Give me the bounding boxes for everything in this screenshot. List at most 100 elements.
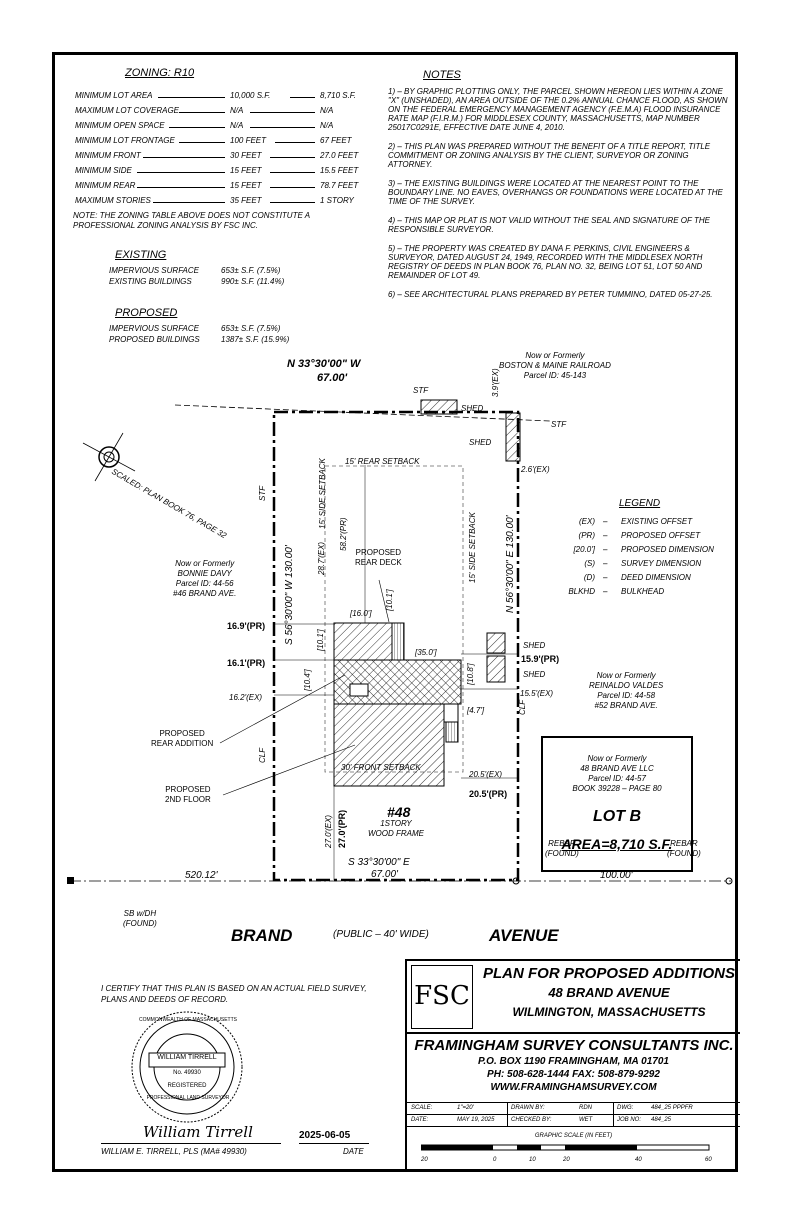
scaled-note: SCALED: PLAN BOOK 76, PAGE 32 bbox=[110, 467, 228, 541]
shed-label-1: SHED bbox=[461, 404, 483, 413]
graphic-scale-label: GRAPHIC SCALE (IN FEET) bbox=[534, 1133, 613, 1139]
legend-desc: PROPOSED DIMENSION bbox=[621, 545, 714, 554]
sb-label: SB w/DH (FOUND) bbox=[123, 909, 157, 928]
dist-520: 520.12' bbox=[185, 870, 219, 881]
valdes-abutter: Now or Formerly REINALDO VALDES Parcel I… bbox=[589, 671, 664, 710]
legend-abbr: [20.0'] bbox=[573, 545, 595, 554]
seal-top-text: COMMONWEALTH OF MASSACHUSETTS bbox=[139, 1017, 237, 1023]
zoning-requirement-label: MINIMUM FRONT bbox=[75, 151, 141, 160]
proposed-second-floor bbox=[333, 703, 445, 787]
dim-16-2: 16.2'(EX) bbox=[229, 693, 262, 702]
plan-title: PLAN FOR PROPOSED ADDITIONS bbox=[483, 965, 735, 982]
plan-address: 48 BRAND AVENUE bbox=[548, 985, 670, 1000]
seal-bottom-text: PROFESSIONAL LAND SURVEYOR bbox=[146, 1095, 230, 1101]
dim-27-0ex: 27.0'(EX) bbox=[324, 815, 333, 849]
legend-row: (S)–SURVEY DIMENSION bbox=[584, 559, 702, 568]
dim-10-8: [10.8'] bbox=[466, 663, 475, 686]
zoning-provided-value: 78.7 FEET bbox=[320, 181, 359, 190]
davy-abutter: Now or Formerly BONNIE DAVY Parcel ID: 4… bbox=[173, 559, 237, 598]
area-label: AREA=8,710 S.F. bbox=[561, 836, 673, 852]
dim-20-5pr: 20.5'(PR) bbox=[469, 789, 507, 799]
certification-text: I CERTIFY THAT THIS PLAN IS BASED ON AN … bbox=[101, 984, 367, 1004]
shed-right-mid1 bbox=[486, 632, 506, 654]
note-3: 3) – THE EXISTING BUILDINGS WERE LOCATED… bbox=[388, 179, 723, 206]
clf-label-2: CLF bbox=[518, 699, 527, 715]
drawn-value: RDN bbox=[579, 1105, 592, 1111]
zoning-provided-value: 67 FEET bbox=[320, 136, 352, 145]
note-5: 5) – THE PROPERTY WAS CREATED BY DANA F.… bbox=[388, 244, 703, 280]
dim-16-9: 16.9'(PR) bbox=[227, 621, 265, 631]
legend-abbr: (S) bbox=[584, 559, 595, 568]
legend-desc: SURVEY DIMENSION bbox=[621, 559, 702, 568]
shed-label-3: SHED bbox=[523, 641, 545, 650]
zoning-requirement-label: MINIMUM REAR bbox=[75, 181, 136, 190]
note-1: 1) – BY GRAPHIC PLOTTING ONLY, THE PARCE… bbox=[388, 87, 728, 132]
legend-desc: EXISTING OFFSET bbox=[621, 517, 693, 526]
front-setback: 30' FRONT SETBACK bbox=[341, 763, 421, 772]
note-6: 6) – SEE ARCHITECTURAL PLANS PREPARED BY… bbox=[388, 290, 713, 299]
rebar-1 bbox=[512, 877, 520, 885]
clf-label-1: CLF bbox=[258, 747, 267, 763]
left-side-setback: 15' SIDE SETBACK bbox=[318, 457, 327, 529]
dwg-value: 484_25 PPPFR bbox=[651, 1105, 693, 1111]
street-name-2: AVENUE bbox=[488, 926, 559, 945]
owner-block: Now or Formerly 48 BRAND AVE LLC Parcel … bbox=[572, 754, 662, 793]
bulkhead bbox=[349, 683, 369, 697]
north-bearing: N 33°30'00" W bbox=[287, 358, 362, 370]
scale-label: SCALE: bbox=[411, 1105, 433, 1111]
surveyor-seal bbox=[131, 1011, 243, 1123]
scale-tick-10: 10 bbox=[529, 1157, 536, 1163]
stf-label-3: STF bbox=[258, 485, 267, 501]
dim-58-2: 58.2'(PR) bbox=[339, 517, 348, 551]
zoning-requirement-label: MINIMUM SIDE bbox=[75, 166, 132, 175]
zoning-requirement-label: MINIMUM LOT FRONTAGE bbox=[75, 136, 175, 145]
addition-overlay bbox=[334, 660, 461, 704]
zoning-requirement-label: MAXIMUM LOT COVERAGE bbox=[75, 106, 180, 115]
subject-lot-box: Now or Formerly 48 BRAND AVE LLC Parcel … bbox=[541, 736, 693, 872]
north-arrow bbox=[82, 432, 136, 482]
legend-abbr: (EX) bbox=[579, 517, 595, 526]
house-desc: 1STORY WOOD FRAME bbox=[368, 819, 424, 838]
drawn-label: DRAWN BY: bbox=[511, 1105, 545, 1111]
notes-title: NOTES bbox=[423, 69, 461, 81]
proposed-title: PROPOSED bbox=[115, 307, 178, 319]
house-number: #48 bbox=[387, 804, 411, 820]
front-stairs bbox=[445, 721, 459, 743]
legend-row: (PR)–PROPOSED OFFSET bbox=[578, 531, 701, 540]
legend-row: (EX)–EXISTING OFFSET bbox=[579, 517, 693, 526]
scale-tick-40: 40 bbox=[635, 1157, 642, 1163]
date-label-tb: DATE: bbox=[411, 1117, 429, 1123]
zoning-provided-value: 27.0 FEET bbox=[320, 151, 359, 160]
street-desc: (PUBLIC – 40' WIDE) bbox=[333, 929, 429, 940]
rebar-2 bbox=[725, 877, 733, 885]
second-floor-label: PROPOSED 2ND FLOOR bbox=[165, 785, 211, 804]
legend-abbr: (PR) bbox=[578, 531, 595, 540]
legend-abbr: BLKHD bbox=[568, 587, 595, 596]
shed-right-top bbox=[505, 412, 521, 462]
dim-10-4: [10.4'] bbox=[303, 669, 312, 692]
company-phone: PH: 508-628-1444 FAX: 508-879-9292 bbox=[487, 1069, 660, 1080]
zoning-provided-value: N/A bbox=[320, 121, 334, 130]
notes-list: 1) – BY GRAPHIC PLOTTING ONLY, THE PARCE… bbox=[388, 87, 734, 309]
graphic-scale-bar bbox=[421, 1144, 710, 1151]
zoning-note: NOTE: THE ZONING TABLE ABOVE DOES NOT CO… bbox=[73, 211, 310, 230]
legend-row: [20.0']–PROPOSED DIMENSION bbox=[573, 545, 714, 554]
zoning-required-value: 100 FEET bbox=[230, 136, 267, 145]
dim-4-7: [4.7'] bbox=[466, 706, 485, 715]
zoning-required-value: 10,000 S.F. bbox=[230, 91, 271, 100]
checked-value: WET bbox=[579, 1117, 593, 1123]
company-website[interactable]: WWW.FRAMINGHAMSURVEY.COM bbox=[490, 1082, 657, 1093]
zoning-title: ZONING: R10 bbox=[125, 67, 195, 79]
dwg-label: DWG: bbox=[617, 1105, 634, 1111]
legend-row: BLKHD–BULKHEAD bbox=[568, 587, 665, 596]
company-name: FRAMINGHAM SURVEY CONSULTANTS INC. bbox=[414, 1037, 734, 1054]
legend-row: (D)–DEED DIMENSION bbox=[583, 573, 691, 582]
zoning-provided-value: 15.5 FEET bbox=[320, 166, 359, 175]
